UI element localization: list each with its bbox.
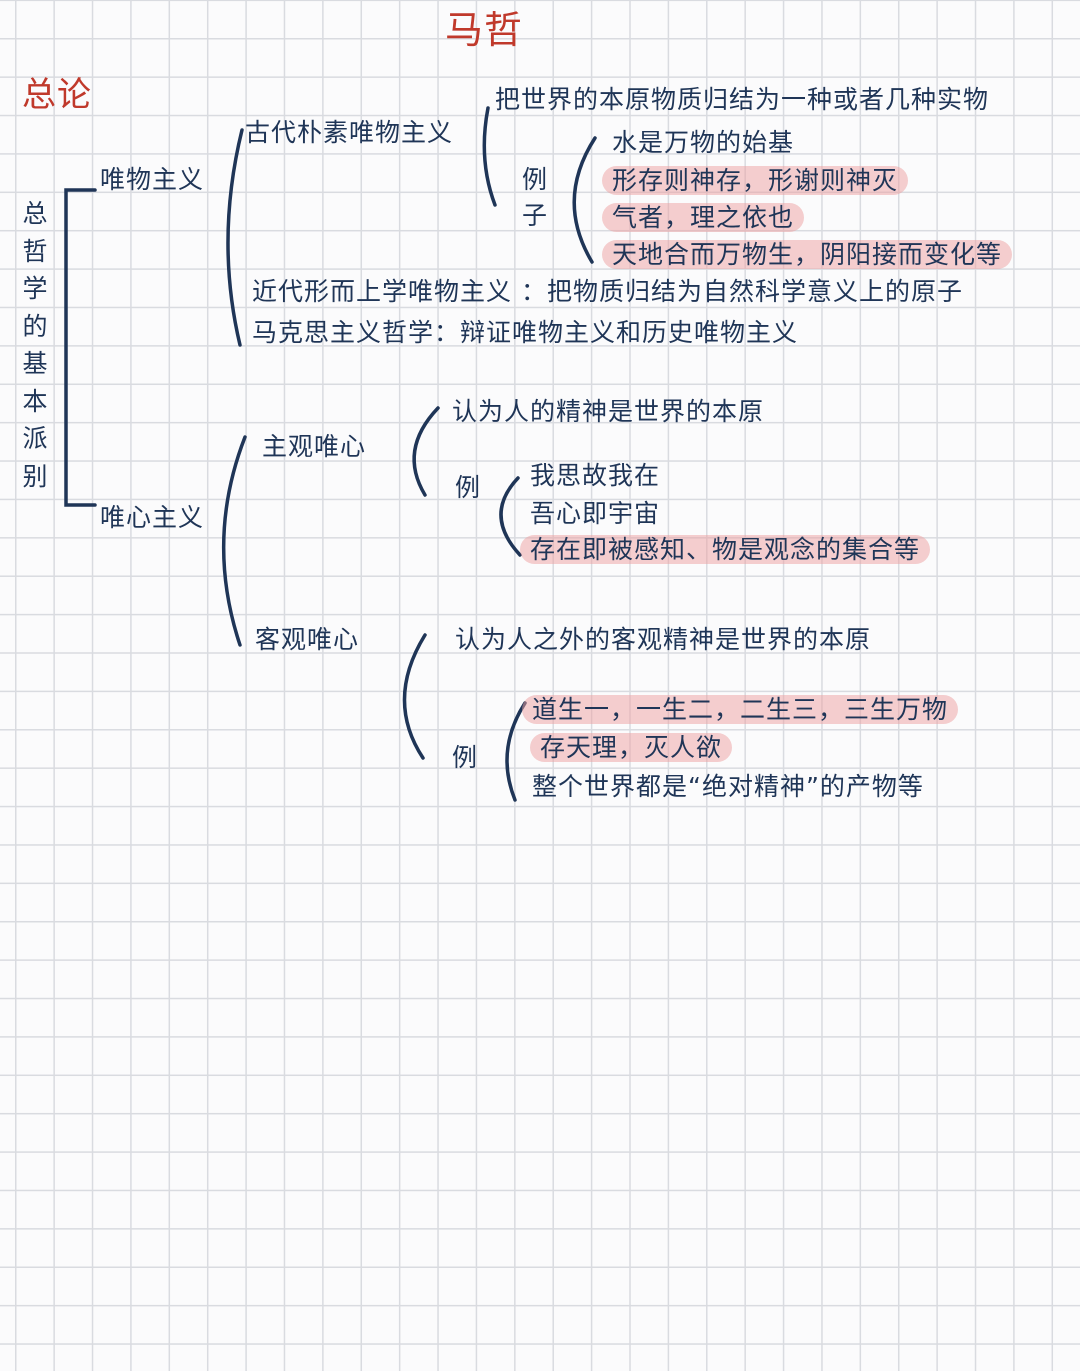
ancient-definition: 把世界的本原物质归结为一种或者几种实物 bbox=[495, 85, 990, 114]
subjective-example-brace bbox=[499, 476, 522, 557]
example-label: 子 bbox=[522, 201, 549, 230]
idealism-label: 唯心主义 bbox=[100, 503, 205, 532]
example-label: 例 bbox=[522, 165, 549, 194]
objective-definition: 认为人之外的客观精神是世界的本原 bbox=[455, 625, 872, 654]
example-item-highlighted: 形存则神存，形谢则神灭 bbox=[602, 166, 909, 195]
materialism-brace bbox=[226, 128, 244, 347]
subjective-idealism-label: 主观唯心 bbox=[262, 432, 367, 461]
example-label: 例 bbox=[455, 473, 482, 502]
example-item: 我思故我在 bbox=[530, 461, 661, 490]
ancient-example-brace bbox=[572, 136, 597, 264]
root-bracket bbox=[64, 188, 97, 507]
example-item-highlighted: 道生一，一生二，二生三，三生万物 bbox=[522, 695, 959, 724]
objective-brace bbox=[402, 633, 427, 760]
ancient-materialism-label: 古代朴素唯物主义 bbox=[245, 118, 454, 147]
section-title: 总论 bbox=[22, 75, 92, 115]
example-item-highlighted: 存在即被感知、物是观念的集合等 bbox=[520, 535, 931, 564]
root-char: 基 bbox=[22, 349, 48, 378]
idealism-brace bbox=[221, 435, 247, 647]
example-item-highlighted: 天地合而万物生，阴阳接而变化等 bbox=[602, 240, 1013, 269]
root-char: 别 bbox=[22, 461, 48, 491]
objective-idealism-label: 客观唯心 bbox=[255, 625, 360, 654]
materialism-label: 唯物主义 bbox=[100, 165, 205, 194]
example-item: 水是万物的始基 bbox=[612, 128, 795, 157]
root-char: 哲 bbox=[22, 236, 48, 266]
example-label: 例 bbox=[452, 743, 479, 772]
root-char: 学 bbox=[22, 274, 48, 303]
root-char: 本 bbox=[22, 386, 48, 416]
root-char: 的 bbox=[22, 311, 48, 341]
modern-materialism: 近代形而上学唯物主义 ：把物质归结为自然科学意义上的原子 bbox=[252, 277, 963, 306]
subjective-brace bbox=[412, 406, 440, 497]
subjective-definition: 认为人的精神是世界的本原 bbox=[452, 397, 765, 426]
root-char: 派 bbox=[22, 424, 48, 453]
example-item: 整个世界都是“绝对精神”的产物等 bbox=[532, 772, 924, 801]
example-item-highlighted: 存天理，灭人欲 bbox=[530, 733, 733, 762]
root-char: 总 bbox=[22, 199, 48, 228]
root-label: 总哲学的基本派别 bbox=[20, 195, 50, 495]
ancient-brace bbox=[482, 106, 497, 207]
objective-example-brace bbox=[505, 701, 527, 802]
marxist-philosophy: 马克思主义哲学：辩证唯物主义和历史唯物主义 bbox=[252, 318, 799, 347]
page-title: 马哲 bbox=[445, 8, 524, 52]
example-item: 吾心即宇宙 bbox=[530, 499, 661, 528]
example-item-highlighted: 气者，理之依也 bbox=[602, 203, 805, 232]
